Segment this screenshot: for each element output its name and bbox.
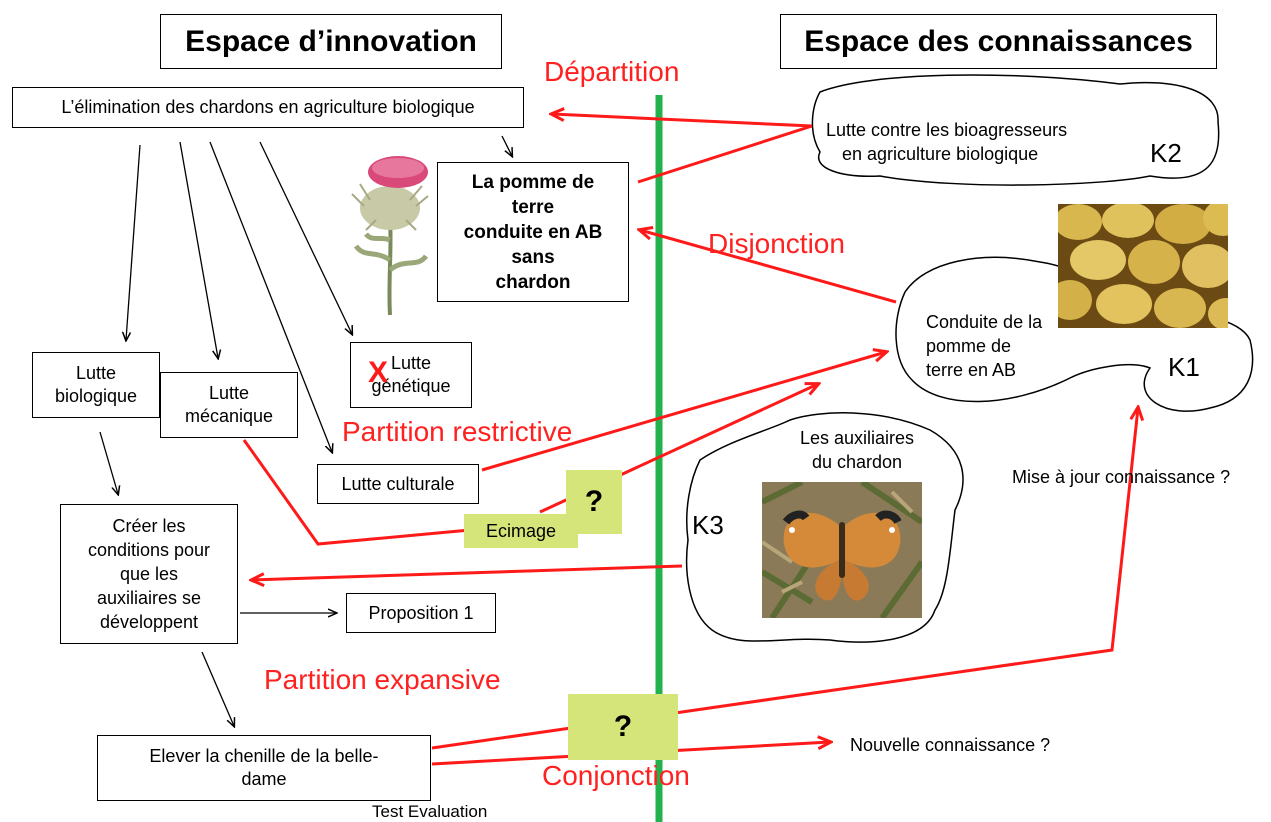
k1-text-line-2: pomme de [926, 336, 1012, 356]
thistle-image [346, 150, 432, 316]
operator-partition-restrictive: Partition restrictive [342, 416, 573, 447]
elever-line-1: Elever la chenille de la belle- [149, 746, 379, 766]
k2-text-line-1: Lutte contre les bioagresseurs [826, 120, 1068, 140]
operator-departition: Départition [544, 56, 680, 87]
k3-text-line-1: Les auxiliaires [800, 428, 915, 448]
butterfly-image [762, 482, 922, 618]
k1-text-line-3: terre en AB [926, 360, 1017, 380]
concept-lutte-mecanique: Lutte mécanique [160, 372, 298, 438]
question-mark-box-2: ? [568, 694, 678, 760]
creer-line-2: conditions pour [87, 540, 211, 560]
lutte-biologique-line-1: Lutte [75, 363, 117, 383]
pdt-line-2: terre [511, 196, 555, 218]
potatoes-image [1058, 204, 1228, 328]
pdt-line-5: chardon [495, 271, 571, 293]
lutte-genetique-line-1: Lutte [390, 353, 432, 373]
creer-line-1: Créer les [112, 516, 186, 536]
k3-text-line-2: du chardon [811, 452, 903, 472]
elever-line-2: dame [241, 769, 287, 789]
innovation-space-title-text: Espace d’innovation [185, 24, 477, 58]
lutte-biologique-line-2: biologique [54, 386, 138, 406]
ecimage-text: Ecimage [485, 520, 557, 541]
k3-text: Les auxiliaires du chardon [800, 426, 914, 474]
lutte-genetique-line-2: génétique [371, 376, 451, 396]
concept-root: L’élimination des chardons en agricultur… [12, 87, 524, 128]
concept-pomme-de-terre: La pomme de terre conduite en AB sans ch… [437, 162, 629, 302]
creer-line-5: développent [99, 612, 199, 632]
arrow-root-to-pdt [501, 135, 512, 156]
concept-elever-chenille: Elever la chenille de la belle- dame [97, 735, 431, 801]
red-line-mecanique-to-ecimage [242, 439, 471, 546]
red-arrow-k2-to-root [552, 114, 813, 128]
operator-conjonction: Conjonction [542, 760, 690, 791]
k2-label: K2 [1150, 138, 1182, 168]
creer-line-3: que les [119, 564, 179, 584]
k2-text: Lutte contre les bioagresseurs en agricu… [826, 118, 1067, 166]
red-arrow-k1-to-pdt [640, 230, 897, 304]
concept-lutte-genetique: Lutte génétique [350, 342, 472, 408]
pdt-line-1: La pomme de [471, 171, 595, 193]
k1-text: Conduite de la pomme de terre en AB [926, 310, 1042, 382]
knowledge-space-title: Espace des connaissances [780, 14, 1217, 69]
lutte-culturale-text: Lutte culturale [341, 473, 455, 494]
red-arrow-culturale-to-k1 [481, 352, 886, 472]
pdt-line-3: conduite en AB [463, 221, 603, 243]
arrow-creer-to-elever [201, 651, 234, 726]
rejected-cross-mark: X [368, 356, 389, 389]
concept-ecimage: Ecimage [464, 514, 578, 548]
k2-cloud [811, 74, 1220, 186]
innovation-space-title: Espace d’innovation [160, 14, 502, 69]
new-knowledge-label: Nouvelle connaissance ? [850, 735, 1051, 755]
concept-proposition-1: Proposition 1 [346, 593, 496, 633]
proposition-text: Proposition 1 [368, 602, 474, 623]
concept-creer-conditions: Créer les conditions pour que les auxili… [60, 504, 238, 644]
lutte-mecanique-line-1: Lutte [208, 383, 250, 403]
pdt-line-4: sans [511, 246, 555, 268]
arrow-root-to-mecanique [179, 141, 218, 358]
butterfly-icon [762, 482, 922, 618]
arrow-root-to-biologique [126, 144, 141, 340]
arrow-biologique-to-creer [99, 431, 118, 494]
question-mark-1: ? [584, 485, 604, 518]
k1-label: K1 [1168, 352, 1200, 382]
update-knowledge-label: Mise à jour connaissance ? [1012, 467, 1231, 487]
arrow-root-to-genetique [259, 141, 352, 334]
knowledge-space-title-text: Espace des connaissances [804, 24, 1193, 58]
test-evaluation-label: Test Evaluation [372, 802, 488, 821]
k2-text-line-2: en agriculture biologique [842, 144, 1039, 164]
thistle-icon [351, 156, 429, 316]
question-mark-2: ? [613, 710, 633, 743]
operator-disjonction: Disjonction [708, 228, 845, 259]
arrow-root-to-culturale [209, 141, 332, 452]
k3-label: K3 [692, 510, 724, 540]
red-line-pdt-to-k2 [637, 124, 813, 184]
lutte-mecanique-line-2: mécanique [184, 406, 274, 426]
red-arrow-k3-to-creer [252, 564, 683, 580]
concept-lutte-culturale: Lutte culturale [317, 464, 479, 504]
question-mark-box-1: ? [566, 470, 622, 534]
creer-line-4: auxiliaires se [96, 588, 202, 608]
k1-text-line-1: Conduite de la [926, 312, 1043, 332]
concept-lutte-biologique: Lutte biologique [32, 352, 160, 418]
operator-partition-expansive: Partition expansive [264, 664, 501, 695]
concept-root-text: L’élimination des chardons en agricultur… [61, 97, 475, 117]
potatoes-icon [1058, 204, 1228, 328]
